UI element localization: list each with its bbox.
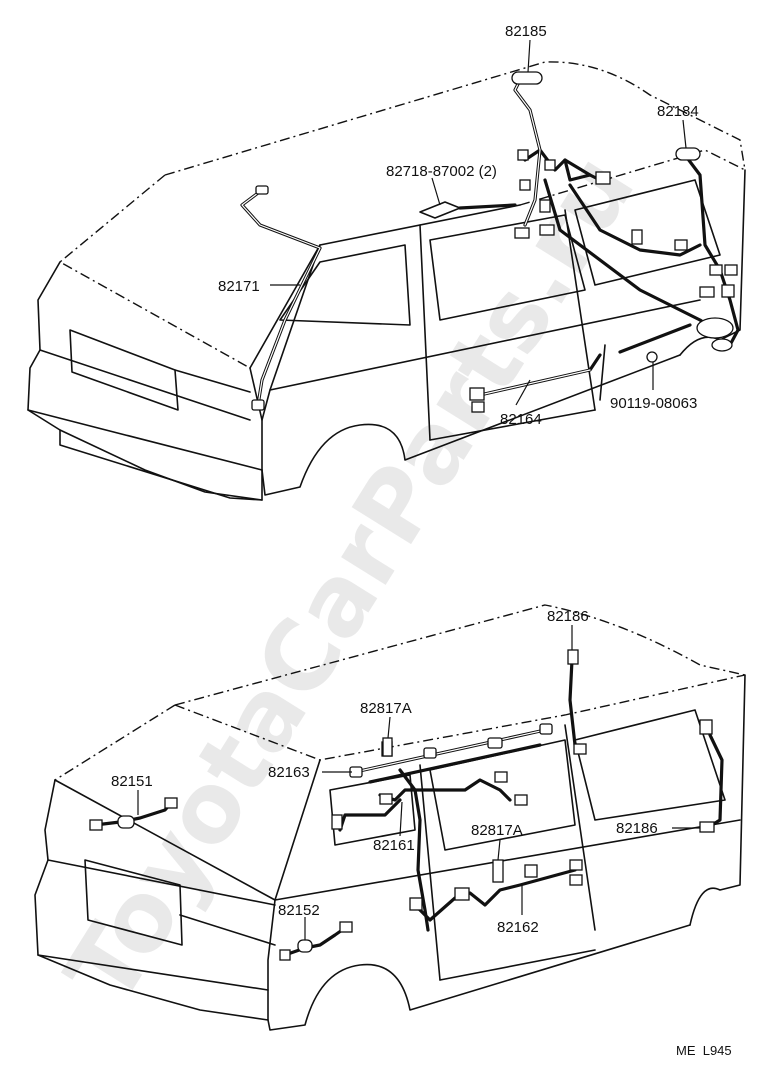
label-82186-top: 82186 — [547, 608, 589, 625]
label-82163: 82163 — [268, 764, 310, 781]
lower-van-body — [34, 604, 746, 1031]
label-82161: 82161 — [373, 837, 415, 854]
label-82718-87002: 82718-87002 (2) — [386, 163, 497, 180]
upper-leaders — [270, 39, 687, 406]
label-82162: 82162 — [497, 919, 539, 936]
label-82164: 82164 — [500, 411, 542, 428]
label-82151: 82151 — [111, 773, 153, 790]
label-82152: 82152 — [278, 902, 320, 919]
label-82817A-bottom: 82817A — [471, 822, 523, 839]
diagram-code: ME L945 — [676, 1043, 732, 1058]
label-82186-bottom: 82186 — [616, 820, 658, 837]
upper-van-body — [27, 61, 746, 501]
lower-leaders — [137, 625, 700, 940]
label-82184: 82184 — [657, 103, 699, 120]
label-82171: 82171 — [218, 278, 260, 295]
lower-wire-harnesses — [89, 649, 724, 961]
label-82185: 82185 — [505, 23, 547, 40]
watermark: ToyotaCarParts.ru — [45, 136, 657, 1023]
label-90119-08063: 90119-08063 — [610, 395, 697, 412]
upper-wire-harnesses — [240, 71, 740, 413]
label-82817A-top: 82817A — [360, 700, 412, 717]
